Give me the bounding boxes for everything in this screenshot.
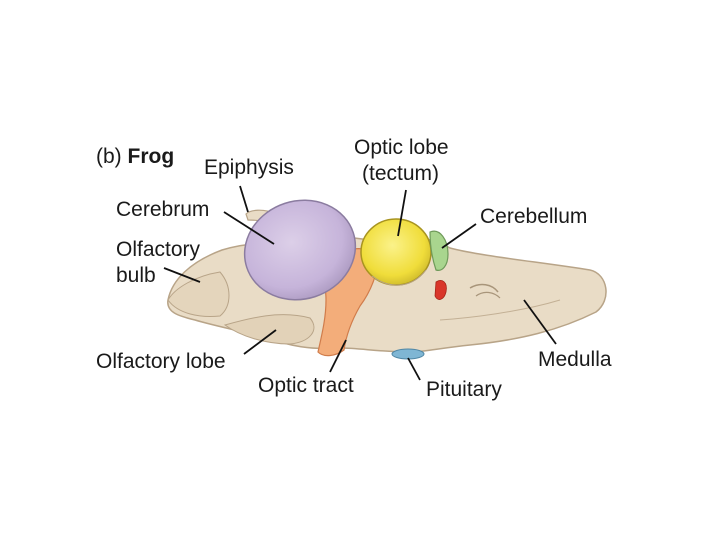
pituitary-shape bbox=[391, 348, 425, 360]
panel-letter: (b) bbox=[96, 145, 122, 168]
leader-medulla bbox=[523, 299, 557, 345]
leader-epiphysis bbox=[239, 185, 249, 213]
leader-pituitary bbox=[407, 357, 421, 381]
olfactory-bulb-shape bbox=[167, 271, 230, 317]
medulla-fold bbox=[469, 283, 499, 293]
label-cerebellum: Cerebellum bbox=[480, 205, 588, 228]
leader-optic-lobe bbox=[397, 189, 407, 237]
cerebrum-shape bbox=[243, 199, 357, 301]
leader-cerebrum bbox=[223, 211, 275, 245]
label-medulla: Medulla bbox=[538, 348, 612, 371]
optic-lobe-shape bbox=[360, 218, 432, 286]
leader-cerebellum bbox=[441, 223, 477, 249]
red-region-shape bbox=[434, 280, 447, 300]
label-optic-lobe-line1: Optic lobe bbox=[354, 136, 449, 159]
label-cerebrum: Cerebrum bbox=[116, 198, 210, 221]
leader-olfactory-lobe bbox=[243, 329, 277, 355]
leader-optic-tract bbox=[329, 339, 347, 373]
medulla-groove bbox=[439, 299, 561, 321]
leader-olfactory-bulb bbox=[163, 267, 201, 283]
label-olfactory-bulb-line1: Olfactory bbox=[116, 238, 201, 261]
cerebellum-shape bbox=[429, 230, 449, 271]
label-olfactory-bulb-line2: bulb bbox=[116, 264, 156, 287]
label-optic-lobe-line2: (tectum) bbox=[362, 162, 440, 185]
medulla-fold-2 bbox=[475, 291, 501, 299]
figure-title: Frog bbox=[127, 145, 175, 168]
label-olfactory-lobe: Olfactory lobe bbox=[96, 350, 226, 373]
label-epiphysis: Epiphysis bbox=[204, 156, 294, 179]
figure-heading: (b) Frog bbox=[96, 145, 174, 169]
label-optic-tract: Optic tract bbox=[258, 374, 354, 397]
olfactory-lobe-shape bbox=[223, 314, 315, 345]
optic-lobe-base bbox=[371, 269, 427, 286]
label-pituitary: Pituitary bbox=[426, 378, 502, 401]
